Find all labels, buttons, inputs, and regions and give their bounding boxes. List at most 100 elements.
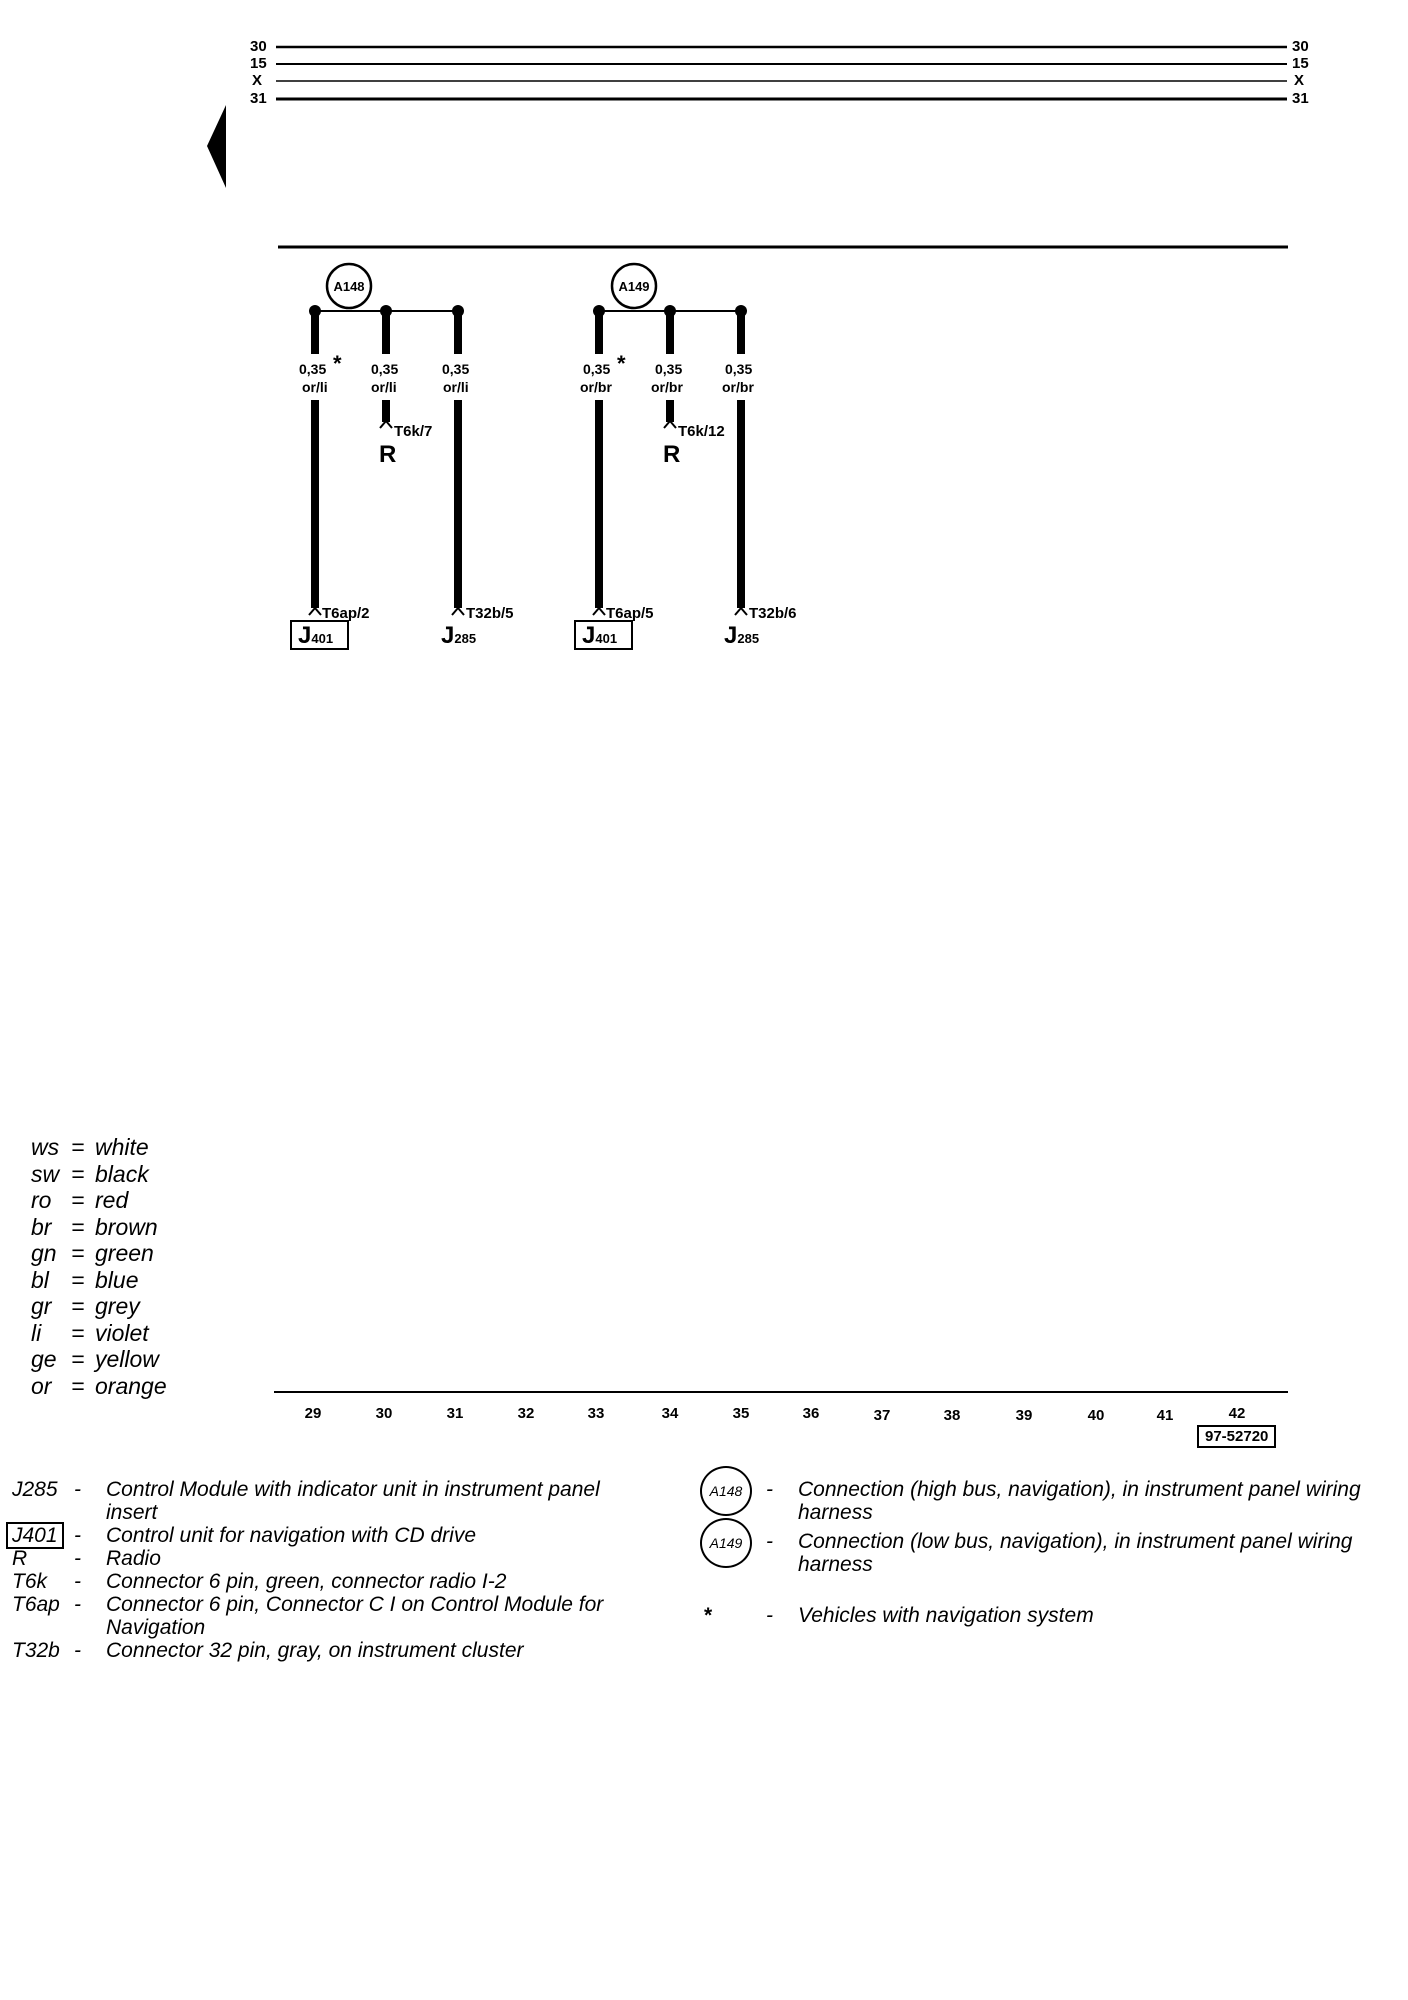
wire-gauge: 0,35 bbox=[442, 361, 469, 377]
key-desc: Vehicles with navigation system bbox=[798, 1604, 1094, 1627]
track-number: 40 bbox=[1088, 1407, 1105, 1424]
track-number: 33 bbox=[588, 1405, 605, 1422]
component-box-j401 bbox=[574, 620, 633, 650]
key-code: T6ap bbox=[12, 1593, 60, 1616]
legend-eq: = bbox=[71, 1187, 85, 1213]
reference-number: 97-52720 bbox=[1197, 1425, 1277, 1448]
terminal-label: T6ap/2 bbox=[322, 605, 370, 622]
legend-name: orange bbox=[95, 1372, 167, 1399]
key-desc: Connector 6 pin, Connector C I on Contro… bbox=[106, 1593, 604, 1639]
component-label-r: R bbox=[379, 441, 396, 468]
track-number: 39 bbox=[1016, 1407, 1033, 1424]
track-number: 32 bbox=[518, 1405, 535, 1422]
track-number: 42 bbox=[1229, 1405, 1246, 1422]
terminal-caret bbox=[379, 419, 393, 429]
legend-eq: = bbox=[71, 1240, 85, 1266]
color-legend: ws=white sw=black ro=red br=brown gn=gre… bbox=[31, 1134, 167, 1399]
track-number: 31 bbox=[447, 1405, 464, 1422]
legend-row: gr = grey bbox=[31, 1293, 167, 1320]
terminal-label: T32b/5 bbox=[466, 605, 514, 622]
legend-name: blue bbox=[95, 1266, 139, 1293]
wire-color: or/li bbox=[443, 379, 469, 395]
key-desc: Control unit for navigation with CD driv… bbox=[106, 1524, 477, 1547]
legend-abbr: ro bbox=[31, 1187, 52, 1213]
wire-color: or/br bbox=[580, 379, 612, 395]
terminal-caret bbox=[451, 606, 465, 616]
legend-row: or=orange bbox=[31, 1373, 167, 1400]
legend-abbr: bl bbox=[31, 1266, 49, 1293]
key-code: J285 bbox=[12, 1478, 58, 1501]
key-desc: Connector 32 pin, gray, on instrument cl… bbox=[106, 1639, 524, 1662]
track-numbers: 29 30 31 32 33 34 35 36 37 38 39 40 41 4… bbox=[305, 1405, 1246, 1424]
track-number: 35 bbox=[733, 1405, 750, 1422]
track-number: 30 bbox=[376, 1405, 393, 1422]
key-row: T6k-Connector 6 pin, green, connector ra… bbox=[12, 1570, 652, 1593]
legend-name: red bbox=[95, 1187, 129, 1213]
component-label-j285: J285 bbox=[724, 622, 759, 649]
wire-note-star: * bbox=[617, 351, 626, 376]
bus-label-right-x: X bbox=[1294, 72, 1304, 89]
terminal-caret bbox=[308, 606, 322, 616]
legend-abbr: gr bbox=[31, 1293, 52, 1319]
wire-color: or/br bbox=[651, 379, 683, 395]
legend-name: grey bbox=[95, 1293, 140, 1319]
key-row: T6ap-Connector 6 pin, Connector C I on C… bbox=[12, 1593, 652, 1639]
legend-name: green bbox=[95, 1240, 154, 1266]
legend-abbr: br bbox=[31, 1213, 52, 1240]
key-code-boxed: J401 bbox=[6, 1522, 64, 1549]
legend-row: br=brown bbox=[31, 1214, 167, 1241]
bus-label-right-30: 30 bbox=[1292, 38, 1309, 55]
key-row: -Connection (high bus, navigation), in i… bbox=[766, 1478, 1398, 1524]
connection-circle-a148 bbox=[325, 262, 373, 310]
legend-abbr: ge bbox=[31, 1346, 57, 1372]
terminal-label: T6k/7 bbox=[394, 423, 432, 440]
key-dash: - bbox=[766, 1530, 773, 1553]
bus-label-left-15: 15 bbox=[250, 55, 267, 72]
connection-label-a149: A149 bbox=[618, 279, 649, 294]
key-desc: Radio bbox=[106, 1547, 161, 1570]
track-number: 36 bbox=[803, 1405, 820, 1422]
key-desc: Connection (low bus, navigation), in ins… bbox=[798, 1530, 1353, 1576]
connection-label-a148: A148 bbox=[333, 279, 364, 294]
key-row: * - Vehicles with navigation system bbox=[704, 1604, 1398, 1627]
note-symbol: * bbox=[704, 1604, 713, 1627]
key-dash: - bbox=[74, 1639, 81, 1662]
track-number: 41 bbox=[1157, 1407, 1174, 1424]
legend-row: ro = red bbox=[31, 1187, 167, 1214]
terminal-caret bbox=[592, 606, 606, 616]
legend-eq: = bbox=[71, 1372, 85, 1399]
bus-label-right-31: 31 bbox=[1292, 90, 1309, 107]
legend-name: black bbox=[95, 1160, 149, 1187]
key-dash: - bbox=[74, 1524, 81, 1547]
key-row: R-Radio bbox=[12, 1547, 652, 1570]
wire-gauge: 0,35 bbox=[725, 361, 752, 377]
terminal-caret bbox=[734, 606, 748, 616]
key-dash: - bbox=[766, 1478, 773, 1501]
key-row: - Connection (low bus, navigation), in in… bbox=[766, 1530, 1398, 1576]
key-desc: Connector 6 pin, green, connector radio … bbox=[106, 1570, 507, 1593]
terminal-label: T6k/12 bbox=[678, 423, 725, 440]
legend-eq: = bbox=[71, 1346, 85, 1372]
key-dash: - bbox=[766, 1604, 773, 1627]
connection-key: -Connection (high bus, navigation), in i… bbox=[766, 1478, 1398, 1576]
key-row: J401- Control unit for navigation with CD… bbox=[6, 1522, 652, 1549]
component-label-j401: J401 bbox=[298, 622, 333, 649]
legend-name: brown bbox=[95, 1213, 158, 1240]
terminal-label: T32b/6 bbox=[749, 605, 797, 622]
key-code: T32b bbox=[12, 1639, 60, 1662]
wire-gauge: 0,35 bbox=[371, 361, 398, 377]
component-key: J285-Control Module with indicator unit … bbox=[6, 1478, 652, 1662]
legend-abbr: li bbox=[31, 1319, 42, 1346]
wire-color: or/li bbox=[302, 379, 328, 395]
legend-row: ge=yellow bbox=[31, 1346, 167, 1373]
component-label-j401: J401 bbox=[582, 622, 617, 649]
legend-eq: = bbox=[71, 1293, 85, 1319]
bus-label-left-31: 31 bbox=[250, 90, 267, 107]
key-row: J285-Control Module with indicator unit … bbox=[12, 1478, 652, 1524]
key-row: T32b- Connector 32 pin, gray, on instrume… bbox=[12, 1639, 652, 1662]
legend-row: li=violet bbox=[31, 1320, 167, 1347]
wire-color: or/br bbox=[722, 379, 754, 395]
key-dash: - bbox=[74, 1547, 81, 1570]
component-label-j285: J285 bbox=[441, 622, 476, 649]
